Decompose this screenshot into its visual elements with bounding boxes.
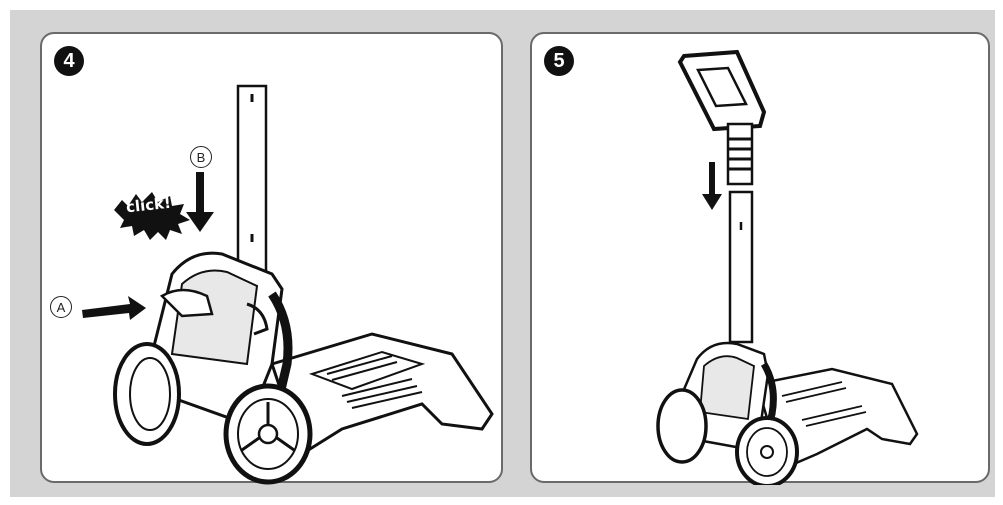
callout-b-label: B bbox=[190, 146, 212, 168]
step-5-panel: 5 bbox=[530, 32, 990, 483]
cart-assembly-illustration-step-5 bbox=[532, 34, 992, 485]
step-number-badge: 5 bbox=[544, 46, 574, 76]
step-number-badge: 4 bbox=[54, 46, 84, 76]
step-4-panel: 4 A B click! bbox=[40, 32, 503, 483]
callout-a-label: A bbox=[50, 296, 72, 318]
cart-assembly-illustration-step-4 bbox=[42, 34, 505, 485]
instruction-sheet: 4 A B click! bbox=[10, 10, 995, 497]
